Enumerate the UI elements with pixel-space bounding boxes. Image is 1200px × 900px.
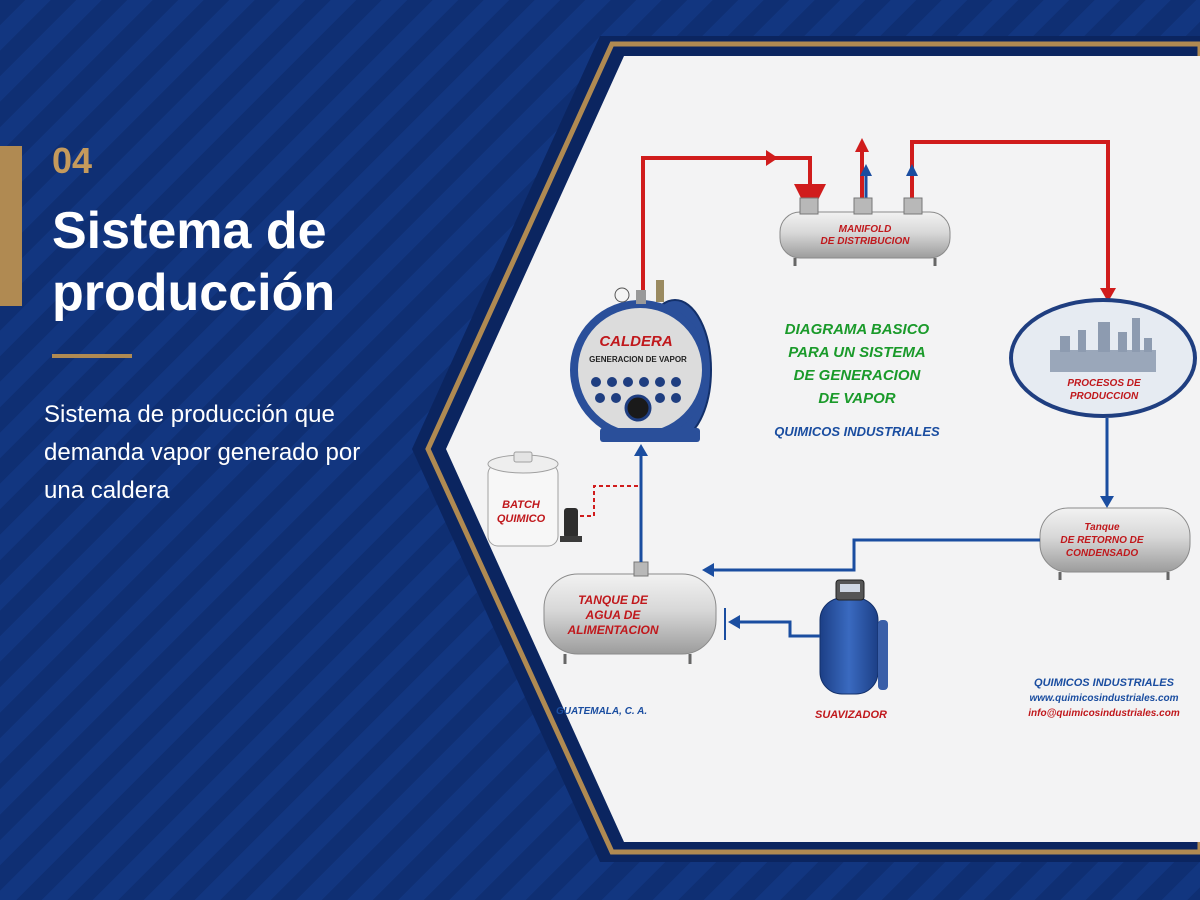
manifold-label-2: DE DISTRIBUCION: [821, 236, 911, 247]
caldera: [570, 280, 712, 442]
diagram-title-1: DIAGRAMA BASICO: [785, 321, 930, 338]
procesos-label-2: PRODUCCION: [1070, 391, 1139, 402]
location-label: GUATEMALA, C. A.: [556, 706, 647, 717]
frame-gold: [425, 41, 1200, 855]
accent-bar: [0, 146, 22, 306]
return-line: [712, 538, 1040, 572]
suavizador-label: SUAVIZADOR: [815, 709, 887, 721]
diagram-title-2: PARA UN SISTEMA: [788, 344, 926, 361]
retorno-label-2: DE RETORNO DE: [1060, 535, 1143, 546]
feedwater-arrow: [634, 444, 648, 456]
slide-title: Sistema de producción: [52, 202, 336, 322]
procesos-produccion: [1009, 298, 1197, 418]
batch-label-1: BATCH: [502, 499, 541, 511]
batch-label-2: QUIMICO: [497, 513, 546, 525]
procesos-label-1: PROCESOS DE: [1067, 378, 1141, 389]
retorno-label-1: Tanque: [1084, 522, 1120, 533]
outlet-arrow-1: [855, 138, 869, 152]
chemical-dose-line: [580, 485, 640, 517]
steam-line-to-manifold: [641, 156, 826, 290]
outlet-arrow-1b: [860, 164, 872, 176]
agua-label-2: AGUA DE: [585, 608, 642, 622]
diagram-title-4: DE VAPOR: [818, 390, 895, 407]
retorno-label-3: CONDENSADO: [1066, 548, 1138, 559]
flow-arrow-right: [766, 150, 778, 166]
manifold-label-1: MANIFOLD: [839, 224, 892, 235]
slide-number: 04: [52, 140, 93, 181]
diagram-company: QUIMICOS INDUSTRIALES: [774, 424, 940, 439]
title-underline: [52, 354, 132, 358]
batch-quimico: [487, 451, 582, 547]
retorno-arrow: [1100, 496, 1114, 508]
footer-website: www.quimicosindustriales.com: [1029, 693, 1178, 704]
manifold: [779, 197, 951, 266]
softener-arrow: [728, 615, 740, 629]
return-arrow: [702, 563, 714, 577]
footer-company: QUIMICOS INDUSTRIALES: [1034, 677, 1175, 689]
slide-subtitle: Sistema de producción que demanda vapor …: [44, 401, 361, 504]
tanque-retorno: [1039, 507, 1191, 580]
caldera-label: CALDERA: [599, 333, 672, 350]
diagram-title-3: DE GENERACION: [794, 367, 922, 384]
tanque-agua: [543, 561, 717, 664]
caldera-sublabel: GENERACION DE VAPOR: [589, 355, 687, 364]
footer-email: info@quimicosindustriales.com: [1028, 708, 1180, 719]
suavizador: [819, 579, 888, 695]
softener-line: [738, 620, 820, 638]
agua-label-1: TANQUE DE: [578, 593, 649, 607]
agua-label-3: ALIMENTACION: [566, 623, 658, 637]
outlet-arrow-2: [906, 164, 918, 176]
procesos-arrow: [1100, 288, 1116, 302]
